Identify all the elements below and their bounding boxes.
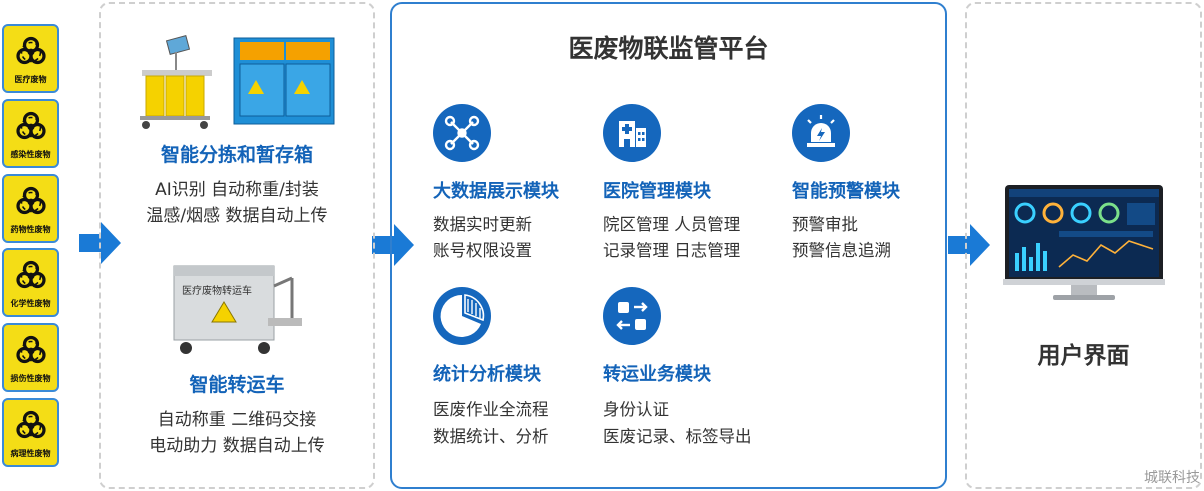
user-interface-label: 用户界面	[1037, 343, 1130, 369]
module-feature: 医废作业全流程	[433, 400, 549, 419]
sorting-box-illustration	[140, 35, 335, 129]
category-label: 病理性废物	[10, 449, 51, 458]
watermark: 城联科技	[1144, 470, 1200, 486]
devices-panel	[99, 2, 375, 489]
category-badge-pharmaceutical: 药物性废物	[2, 174, 59, 243]
category-label: 感染性废物	[10, 150, 51, 159]
biohazard-icon	[16, 335, 46, 364]
category-label: 药物性废物	[10, 225, 51, 234]
module-feature: 身份认证	[603, 400, 669, 419]
platform-title: 医废物联监管平台	[568, 34, 769, 63]
sorting-box-features-2: 温感/烟感 数据自动上传	[146, 206, 328, 226]
biohazard-icon	[16, 186, 46, 215]
module-feature: 记录管理 日志管理	[603, 241, 741, 260]
platform-panel	[390, 2, 947, 489]
module-feature: 预警信息追溯	[792, 241, 891, 260]
biohazard-icon	[16, 260, 46, 289]
user-interface-panel	[965, 2, 1202, 489]
hospital-icon	[603, 104, 661, 162]
flow-arrow-icon	[948, 224, 990, 266]
biohazard-icon	[16, 410, 46, 439]
category-badge-pathological: 病理性废物	[2, 398, 59, 467]
transport-cart-features-2: 电动助力 数据自动上传	[149, 436, 325, 456]
category-badge-sharps: 损伤性废物	[2, 323, 59, 392]
network-icon	[433, 104, 491, 162]
flow-arrow-icon	[372, 224, 414, 266]
sorting-box-title: 智能分拣和暂存箱	[160, 144, 313, 166]
module-title: 大数据展示模块	[433, 181, 559, 202]
category-label: 化学性废物	[10, 299, 51, 308]
module-title: 统计分析模块	[433, 364, 541, 385]
alarm-icon	[792, 104, 850, 162]
module-feature: 数据统计、分析	[433, 427, 549, 446]
transport-cart-illustration: 医疗废物转运车	[160, 258, 310, 358]
cart-label: 医疗废物转运车	[182, 286, 252, 297]
category-label: 医疗废物	[14, 75, 47, 84]
module-title: 转运业务模块	[603, 364, 711, 385]
category-badge-infectious: 感染性废物	[2, 99, 59, 168]
monitor-illustration	[1003, 185, 1165, 300]
transport-cart-title: 智能转运车	[189, 374, 285, 396]
category-label: 损伤性废物	[10, 374, 51, 383]
transport-cart-features-1: 自动称重 二维码交接	[157, 410, 317, 430]
module-title: 医院管理模块	[603, 181, 711, 202]
pie-chart-icon	[433, 287, 491, 345]
transfer-icon	[603, 287, 661, 345]
category-badge-medical: 医疗废物	[2, 24, 59, 93]
module-feature: 数据实时更新	[433, 215, 532, 234]
module-feature: 医废记录、标签导出	[603, 427, 752, 446]
biohazard-icon	[16, 36, 46, 65]
category-badge-chemical: 化学性废物	[2, 248, 59, 317]
module-title: 智能预警模块	[792, 181, 900, 202]
module-feature: 预警审批	[792, 215, 858, 234]
module-feature: 账号权限设置	[433, 241, 532, 260]
sorting-box-features-1: AI识别 自动称重/封装	[155, 180, 319, 200]
biohazard-icon	[16, 111, 46, 140]
module-feature: 院区管理 人员管理	[603, 215, 741, 234]
